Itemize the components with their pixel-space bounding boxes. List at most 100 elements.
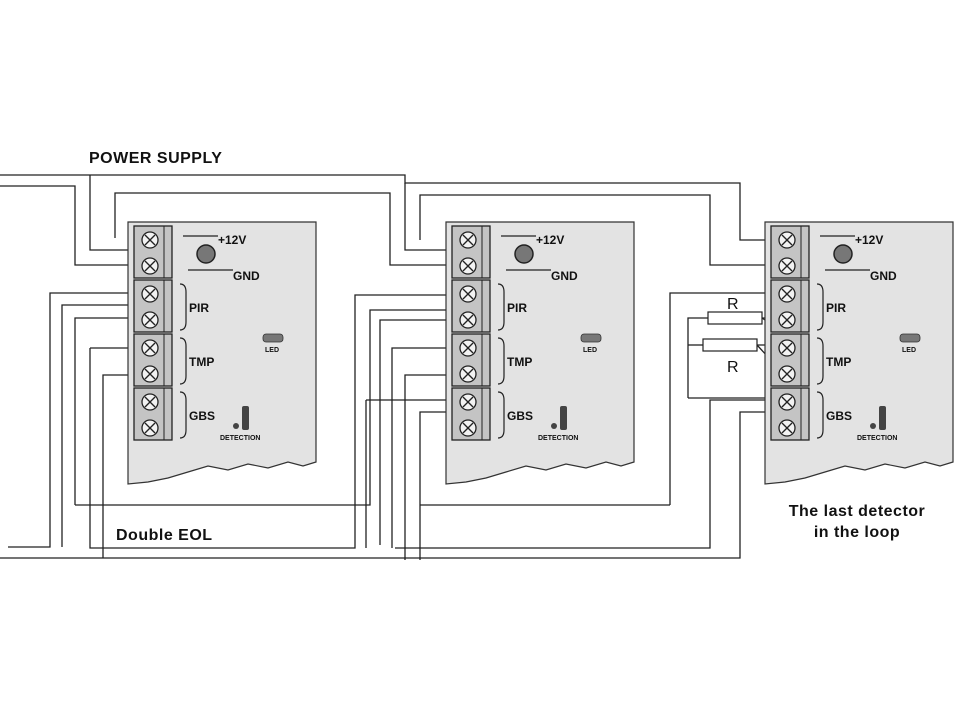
eol-resistor-1 — [707, 311, 763, 325]
wire-d1-tmp-a — [74, 317, 140, 505]
wire-power-12v-tap2 — [404, 183, 460, 251]
terminal-screw — [459, 365, 477, 383]
label-led: LED — [583, 347, 597, 354]
wire-d2-tmp-b — [391, 347, 460, 548]
power-indicator-icon — [196, 244, 216, 264]
label-detection: DETECTION — [857, 435, 897, 442]
detection-dot-icon — [551, 423, 557, 429]
terminal-screw — [778, 365, 796, 383]
label-tmp: TMP — [189, 355, 214, 369]
eol-resistor-2 — [702, 338, 758, 352]
wire-power-gnd — [0, 185, 140, 266]
label-tmp: TMP — [507, 355, 532, 369]
label-gnd: GND — [551, 269, 578, 283]
terminal-screw — [778, 393, 796, 411]
terminal-screw — [778, 311, 796, 329]
wire-power-12v — [0, 174, 780, 241]
detector-board-body — [127, 221, 317, 485]
wire-d1-pir-b — [61, 304, 140, 547]
led-icon — [580, 333, 602, 343]
detector-board-body — [764, 221, 954, 485]
terminal-screw — [141, 231, 159, 249]
bracket-gbs — [816, 391, 824, 439]
bracket-pir — [179, 283, 187, 331]
bracket-pir — [497, 283, 505, 331]
wire-power-gnd-3 — [419, 194, 780, 266]
bracket-tmp — [816, 337, 824, 385]
label-gbs: GBS — [189, 409, 215, 423]
bracket-pir — [816, 283, 824, 331]
label-gnd: GND — [870, 269, 897, 283]
power-indicator-icon — [833, 244, 853, 264]
terminal-screw — [459, 311, 477, 329]
terminal-screw — [459, 285, 477, 303]
detector-board-body — [445, 221, 635, 485]
wire-d1-gbs-a — [89, 294, 460, 549]
label-detection: DETECTION — [538, 435, 578, 442]
detection-jumper-icon — [879, 406, 886, 430]
terminal-screw — [459, 257, 477, 275]
power-indicator-icon — [514, 244, 534, 264]
terminal-screw — [459, 393, 477, 411]
detection-dot-icon — [233, 423, 239, 429]
terminal-screw — [141, 365, 159, 383]
bracket-tmp — [497, 337, 505, 385]
terminal-screw — [459, 419, 477, 437]
last-detector-label-line1: The last detector — [789, 503, 926, 520]
detection-jumper-icon — [242, 406, 249, 430]
terminal-screw — [141, 257, 159, 275]
wire-d2-tmp-a — [379, 319, 460, 545]
terminal-screw — [778, 339, 796, 357]
label-detection: DETECTION — [220, 435, 260, 442]
led-icon — [899, 333, 921, 343]
detection-jumper-icon — [560, 406, 567, 430]
resistor-label-2: R — [727, 359, 739, 376]
bracket-tmp — [179, 337, 187, 385]
wire-d2-to-d3-b — [395, 399, 780, 549]
label-12v: +12V — [536, 233, 564, 247]
detector-boards: +12V GND PIR TMP GBS LED DETECTION +12V GND PIR TM… — [127, 221, 954, 485]
resistor-label-1: R — [727, 296, 739, 313]
wire-power-12v-tap1 — [89, 175, 140, 251]
wire-d1-pir-a — [8, 292, 140, 548]
wiring — [0, 174, 781, 560]
terminal-screw — [459, 339, 477, 357]
led-icon — [262, 333, 284, 343]
wire-d1-return — [75, 309, 460, 506]
label-pir: PIR — [189, 301, 209, 315]
label-12v: +12V — [218, 233, 246, 247]
label-pir: PIR — [507, 301, 527, 315]
bracket-gbs — [179, 391, 187, 439]
terminal-screw — [778, 257, 796, 275]
detector-board-1: +12V GND PIR TMP GBS LED DETECTION — [127, 221, 317, 485]
label-gnd: GND — [233, 269, 260, 283]
label-gbs: GBS — [826, 409, 852, 423]
bracket-gbs — [497, 391, 505, 439]
power-supply-label: POWER SUPPLY — [89, 150, 222, 167]
wire-d2-pir-tap — [669, 292, 780, 505]
last-detector-label-line2: in the loop — [814, 524, 900, 541]
terminal-screw — [141, 285, 159, 303]
terminal-screw — [778, 231, 796, 249]
wire-d2-to-d3 — [0, 411, 780, 559]
label-gbs: GBS — [507, 409, 533, 423]
detector-board-2: +12V GND PIR TMP GBS LED DETECTION — [445, 221, 635, 485]
wire-power-gnd-2 — [114, 192, 460, 266]
terminal-screw — [141, 419, 159, 437]
terminal-screw — [778, 285, 796, 303]
terminal-screw — [141, 393, 159, 411]
detection-dot-icon — [870, 423, 876, 429]
label-led: LED — [902, 347, 916, 354]
terminal-screw — [459, 231, 477, 249]
terminal-screw — [778, 419, 796, 437]
terminal-screw — [141, 311, 159, 329]
wire-d3-r1-left — [687, 317, 708, 398]
terminal-screw — [141, 339, 159, 357]
double-eol-label: Double EOL — [116, 527, 213, 544]
label-led: LED — [265, 347, 279, 354]
label-tmp: TMP — [826, 355, 851, 369]
label-pir: PIR — [826, 301, 846, 315]
